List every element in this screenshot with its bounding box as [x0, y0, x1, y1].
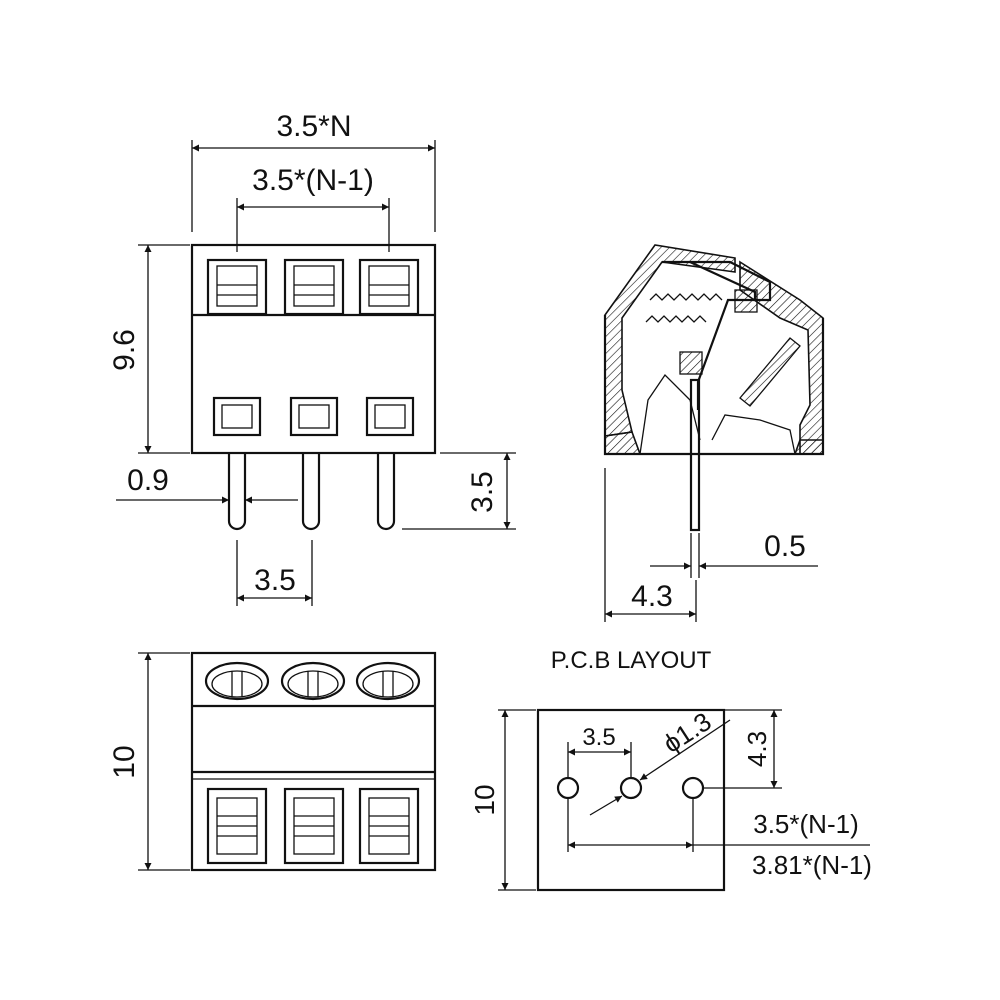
release-opening	[280, 661, 346, 701]
pcb-hole	[556, 776, 580, 800]
dimension-label: ϕ1.3	[658, 706, 717, 759]
housing-base-left	[604, 431, 642, 455]
dimension-pin-diameter: 0.9	[116, 464, 298, 504]
dimension-pin-thickness: 0.5	[650, 530, 818, 578]
contact-block	[734, 289, 758, 313]
housing-base-right	[793, 439, 824, 455]
dimension-pin-pitch: 3.5	[236, 540, 313, 606]
dimension-pin-offset: 4.3	[604, 468, 697, 622]
pcb-layout: P.C.B LAYOUT 10 3.5 ϕ1.3	[469, 647, 872, 892]
dimension-label: 3.5*N	[276, 110, 351, 143]
top-wire-entry	[206, 787, 268, 865]
dimension-label: 0.9	[127, 464, 169, 497]
release-opening	[204, 661, 270, 701]
spring-upper	[649, 293, 723, 301]
release-window	[365, 396, 415, 437]
top-view: 10	[108, 651, 437, 872]
front-body	[190, 243, 437, 455]
housing-right-wall	[739, 260, 824, 455]
inner-cavity-right	[711, 414, 796, 455]
dimension-pin-length: 3.5	[402, 452, 516, 530]
release-window	[289, 396, 339, 437]
front-view: 3.5*N 3.5*(N-1) 9.6 0.9 3.5	[108, 110, 516, 606]
wire-entry	[283, 258, 345, 316]
dimension-label: 10	[108, 745, 141, 778]
release-window	[212, 396, 262, 437]
contact-block	[679, 351, 703, 375]
dimension-label: 3.5	[466, 471, 499, 513]
dimension-label: 4.3	[631, 580, 673, 613]
spring-lower	[645, 315, 707, 323]
dimension-height: 9.6	[108, 244, 190, 454]
dimension-hole-offset: 4.3	[704, 709, 782, 789]
dimension-hole-diameter: ϕ1.3	[589, 706, 731, 816]
dimension-pcb-height: 10	[469, 709, 536, 891]
top-wire-entry	[283, 787, 345, 865]
contact-block-diagonal	[739, 337, 801, 407]
pcb-layout-title: P.C.B LAYOUT	[551, 647, 712, 674]
dimension-depth: 10	[108, 652, 190, 871]
dimension-pcb-pitch: 3.5	[567, 724, 632, 778]
dimension-overall-width: 3.5*N	[191, 110, 436, 232]
dimension-label: 4.3	[742, 731, 772, 767]
side-pin	[689, 378, 701, 532]
pcb-outline	[536, 708, 726, 892]
housing-outline	[603, 315, 825, 456]
pin	[301, 453, 321, 531]
dimension-label: 3.5	[254, 564, 296, 597]
dimension-label: 3.5*(N-1)	[753, 809, 858, 839]
inner-cavity-left	[639, 373, 701, 455]
side-section-view: 0.5 4.3	[603, 244, 825, 622]
top-wire-entry	[358, 787, 420, 865]
wire-entry	[206, 258, 268, 316]
pin	[376, 453, 396, 531]
dimension-label: 3.5	[582, 724, 615, 751]
pin	[227, 453, 247, 531]
pcb-hole	[681, 776, 705, 800]
dimension-pcb-span: 3.5*(N-1) 3.81*(N-1)	[567, 798, 872, 880]
dimension-label: 10	[469, 784, 500, 815]
dimension-pitch-width: 3.5*(N-1)	[236, 164, 390, 252]
pcb-hole	[619, 776, 643, 800]
wire-entry	[358, 258, 420, 316]
dimension-label: 9.6	[108, 329, 141, 371]
top-body	[190, 651, 437, 872]
dimension-label: 0.5	[764, 530, 806, 563]
release-opening	[355, 661, 421, 701]
dimension-label: 3.81*(N-1)	[752, 850, 872, 880]
dimension-label: 3.5*(N-1)	[252, 164, 374, 197]
